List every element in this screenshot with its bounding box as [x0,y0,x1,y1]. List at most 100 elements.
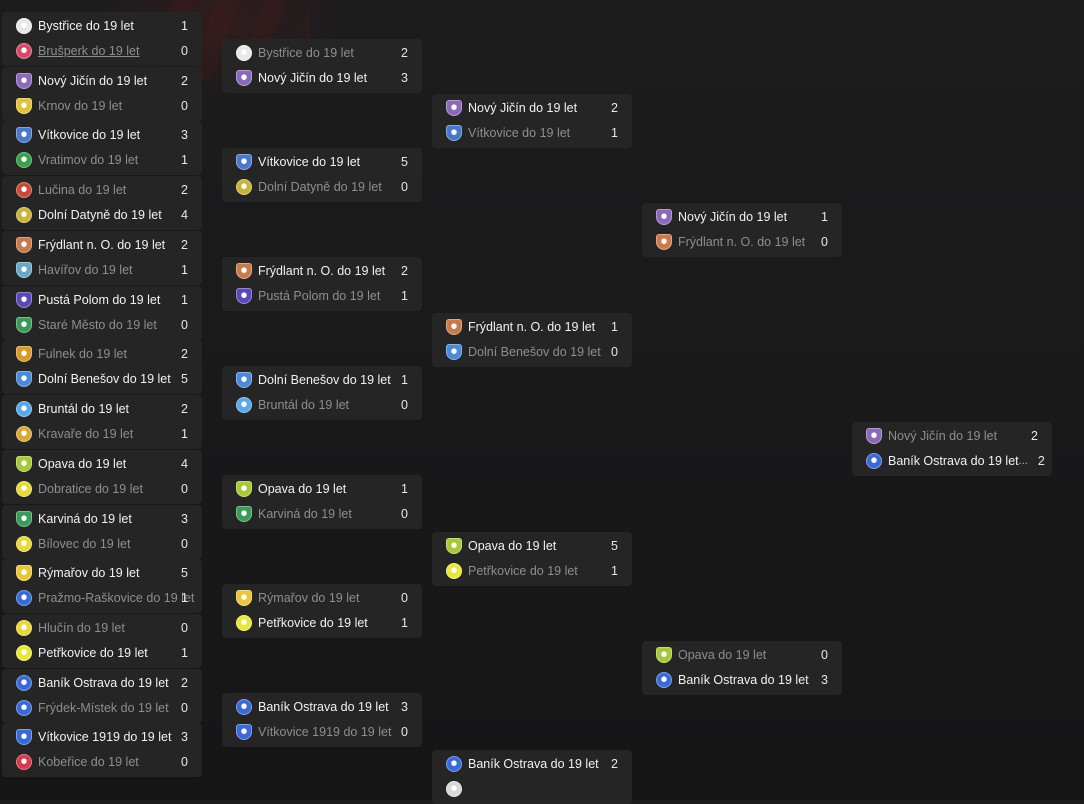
team-name[interactable]: Staré Město do 19 let [38,317,157,332]
team-name[interactable]: Havířov do 19 let [38,262,133,277]
team-name[interactable]: Bystřice do 19 let [38,18,134,33]
team-name[interactable]: Opava do 19 let [38,456,127,471]
team-name[interactable]: Vítkovice do 19 let [468,125,571,140]
team-name[interactable]: Opava do 19 let [678,647,767,662]
team-name[interactable]: Rýmařov do 19 let [258,590,360,605]
team-name[interactable]: Kobeřice do 19 let [38,754,139,769]
team-name[interactable]: Kravaře do 19 let [38,426,134,441]
team-name[interactable]: Dolní Benešov do 19 let [38,371,171,386]
team-name[interactable]: Opava do 19 let [258,481,347,496]
team-name[interactable]: Petřkovice do 19 let [38,645,148,660]
team-name[interactable]: Karviná do 19 let [258,506,352,521]
team-name[interactable]: Vítkovice 1919 do 19 let [38,729,172,744]
team-name[interactable]: Vítkovice do 19 let [258,154,361,169]
team-name[interactable]: Nový Jičín do 19 let [678,209,788,224]
team-name[interactable]: Vítkovice do 19 let [38,127,141,142]
team-name[interactable]: Opava do 19 let [468,538,557,553]
team-name[interactable]: Frýdlant n. O. do 19 let [38,237,166,252]
team-name[interactable]: Dolní Benešov do 19 let [468,344,601,359]
team-name[interactable]: Baník Ostrava do 19 let [38,675,169,690]
team-name[interactable]: Petřkovice do 19 let [468,563,578,578]
team-name[interactable]: Nový Jičín do 19 let [258,70,368,85]
team-name[interactable]: Pražmo-Raškovice do 19 let [38,590,195,605]
team-name[interactable]: Frýdlant n. O. do 19 let [468,319,596,334]
team-name[interactable]: Baník Ostrava do 19 let [888,453,1019,468]
team-name[interactable]: Vítkovice 1919 do 19 let [258,724,392,739]
team-name[interactable]: Baník Ostrava do 19 let [468,756,599,771]
team-name[interactable]: Dolní Benešov do 19 let [258,372,391,387]
team-name[interactable]: Petřkovice do 19 let [258,615,368,630]
team-name[interactable]: Hlučín do 19 let [38,620,125,635]
team-name[interactable]: Bystřice do 19 let [258,45,354,60]
team-name[interactable]: Nový Jičín do 19 let [468,100,578,115]
team-name[interactable]: Baník Ostrava do 19 let [258,699,389,714]
team-name[interactable]: Fulnek do 19 let [38,346,127,361]
team-name[interactable]: Pustá Polom do 19 let [38,292,161,307]
team-row[interactable]: Baník Ostrava do 19 let...2 [852,448,1052,473]
team-name[interactable]: Krnov do 19 let [38,98,123,113]
